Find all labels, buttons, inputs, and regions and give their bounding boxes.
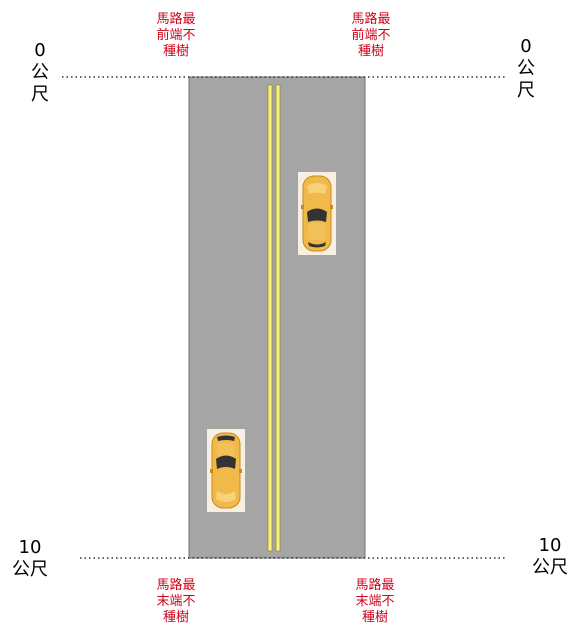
- note-line: 種樹: [357, 44, 384, 59]
- distance-unit: 尺: [31, 84, 49, 105]
- note-line: 末端不: [156, 594, 196, 609]
- note-line: 種樹: [162, 44, 189, 59]
- note-bottom-left: 馬路最 末端不 種樹: [141, 578, 211, 626]
- note-line: 馬路最: [355, 578, 395, 593]
- note-line: 末端不: [355, 594, 395, 609]
- lane-line-right: [275, 84, 281, 552]
- distance-unit: 公: [31, 62, 49, 83]
- note-line: 種樹: [162, 610, 189, 625]
- note-top-left: 馬路最 前端不 種樹: [141, 12, 211, 60]
- distance-number: 0: [520, 36, 532, 57]
- distance-label-bottom-right: 10 公尺: [528, 535, 572, 579]
- distance-unit: 公: [517, 58, 535, 79]
- note-line: 馬路最: [156, 578, 196, 593]
- car-icon: [298, 172, 336, 255]
- distance-unit: 公尺: [532, 557, 568, 578]
- distance-number: 0: [34, 40, 46, 61]
- distance-number: 10: [18, 537, 42, 558]
- distance-label-bottom-left: 10 公尺: [8, 537, 52, 581]
- distance-unit: 尺: [517, 80, 535, 101]
- note-line: 前端不: [351, 28, 391, 43]
- lane-line-left: [267, 84, 273, 552]
- car-icon: [207, 429, 245, 512]
- distance-label-top-right: 0 公 尺: [514, 36, 538, 102]
- note-line: 種樹: [361, 610, 388, 625]
- distance-number: 10: [538, 535, 562, 556]
- note-line: 前端不: [156, 28, 196, 43]
- distance-unit: 公尺: [12, 559, 48, 580]
- note-line: 馬路最: [351, 12, 391, 27]
- note-top-right: 馬路最 前端不 種樹: [336, 12, 406, 60]
- note-line: 馬路最: [156, 12, 196, 27]
- distance-label-top-left: 0 公 尺: [28, 40, 52, 106]
- note-bottom-right: 馬路最 末端不 種樹: [340, 578, 410, 626]
